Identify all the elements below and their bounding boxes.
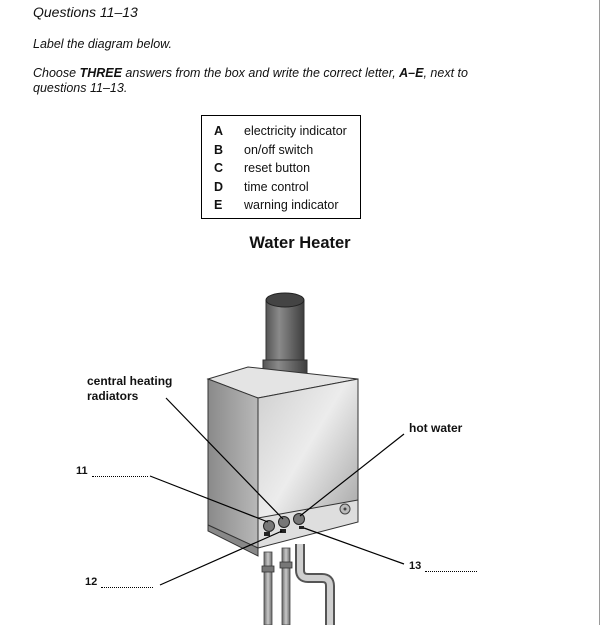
pointer-central-heating [165,397,284,520]
questions-heading: Questions 11–13 [33,4,138,20]
instruction-choose-answers: Choose THREE answers from the box and wr… [33,66,468,95]
question-12: 12 [85,576,154,588]
question-11: 11 [76,465,148,477]
pipes [261,544,335,625]
pointer-13 [303,527,405,565]
instruction-label-diagram: Label the diagram below. [33,37,172,51]
pointer-12 [159,530,283,586]
diagram-title: Water Heater [249,234,351,252]
label-pointers [149,397,405,586]
question-13: 13 [409,560,478,572]
label-hot-water: hot water [409,421,463,435]
pointer-11 [149,475,269,523]
answer-blank-12[interactable] [101,579,154,588]
answer-blank-11[interactable] [91,468,148,477]
heater-body [206,366,359,557]
control-panel [263,503,351,536]
label-central-heating: central heating radiators [87,374,173,403]
pointer-hot-water [299,433,405,517]
answer-blank-13[interactable] [425,563,478,572]
